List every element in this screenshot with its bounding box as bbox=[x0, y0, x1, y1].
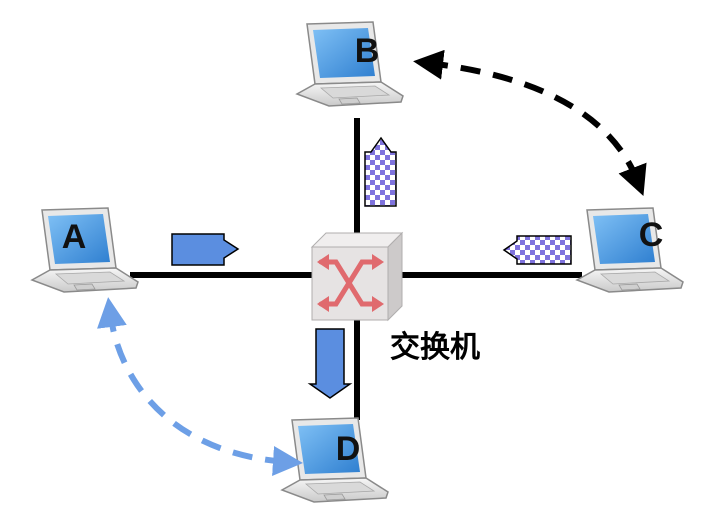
laptop-d: D bbox=[281, 417, 389, 503]
frame-arrow-c bbox=[502, 235, 572, 265]
laptop-b: B bbox=[296, 21, 404, 107]
laptop-c: C bbox=[576, 207, 684, 293]
link-b-c bbox=[413, 49, 647, 196]
switch-label: 交换机 bbox=[390, 330, 480, 365]
cables bbox=[130, 118, 582, 420]
laptop-d-label: D bbox=[336, 430, 361, 468]
frame-arrow-b bbox=[364, 136, 397, 207]
link-a-d bbox=[97, 297, 303, 476]
frame-arrow-d bbox=[307, 328, 353, 399]
laptop-c-label: C bbox=[639, 216, 664, 254]
laptop-icon bbox=[296, 21, 404, 107]
frame-arrow-a bbox=[171, 233, 240, 266]
laptop-a: A bbox=[31, 207, 139, 293]
switch-icon bbox=[310, 231, 404, 322]
laptop-icon bbox=[576, 207, 684, 293]
laptop-b-label: B bbox=[355, 32, 380, 70]
laptop-a-label: A bbox=[62, 218, 87, 256]
